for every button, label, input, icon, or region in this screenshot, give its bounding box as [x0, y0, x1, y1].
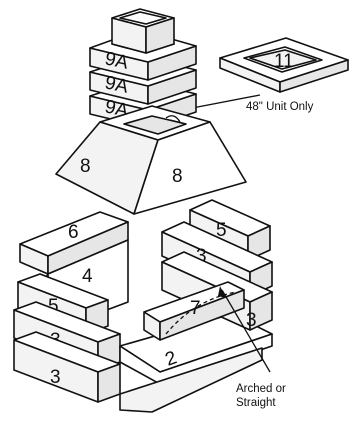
- part-11-top-cap: [219, 37, 349, 93]
- part-8-label-right: 8: [172, 166, 183, 187]
- part-5-left-label: 5: [48, 296, 59, 317]
- part-8-hood: [55, 105, 247, 215]
- part-3-right-mid-label: 3: [196, 246, 207, 267]
- part-7-label: 7: [190, 298, 201, 319]
- arched-note-line2: Straight: [236, 397, 276, 409]
- part-3-right-bottom-label: 3: [246, 310, 257, 331]
- part-4-label: 4: [82, 266, 93, 287]
- part-5-right-label: 5: [216, 220, 227, 241]
- arched-note-line1: Arched or: [236, 383, 286, 395]
- part-9a-label-2: 9A: [103, 72, 130, 97]
- part-8-label-left: 8: [80, 156, 91, 177]
- part-3-left-brick-bottom: [13, 331, 121, 403]
- part-9a-label-1: 9A: [103, 48, 130, 73]
- part-11-label: 11: [274, 51, 294, 72]
- part-2-floor: [119, 313, 273, 413]
- callout-arrowhead-arched: [218, 286, 226, 298]
- part-6-label: 6: [68, 222, 79, 243]
- part-9a-upper: [89, 8, 197, 81]
- unit-note-48in: 48" Unit Only: [246, 101, 314, 113]
- callout-arrow-arched: [221, 289, 271, 373]
- part-3-left-bottom-label: 3: [50, 367, 61, 388]
